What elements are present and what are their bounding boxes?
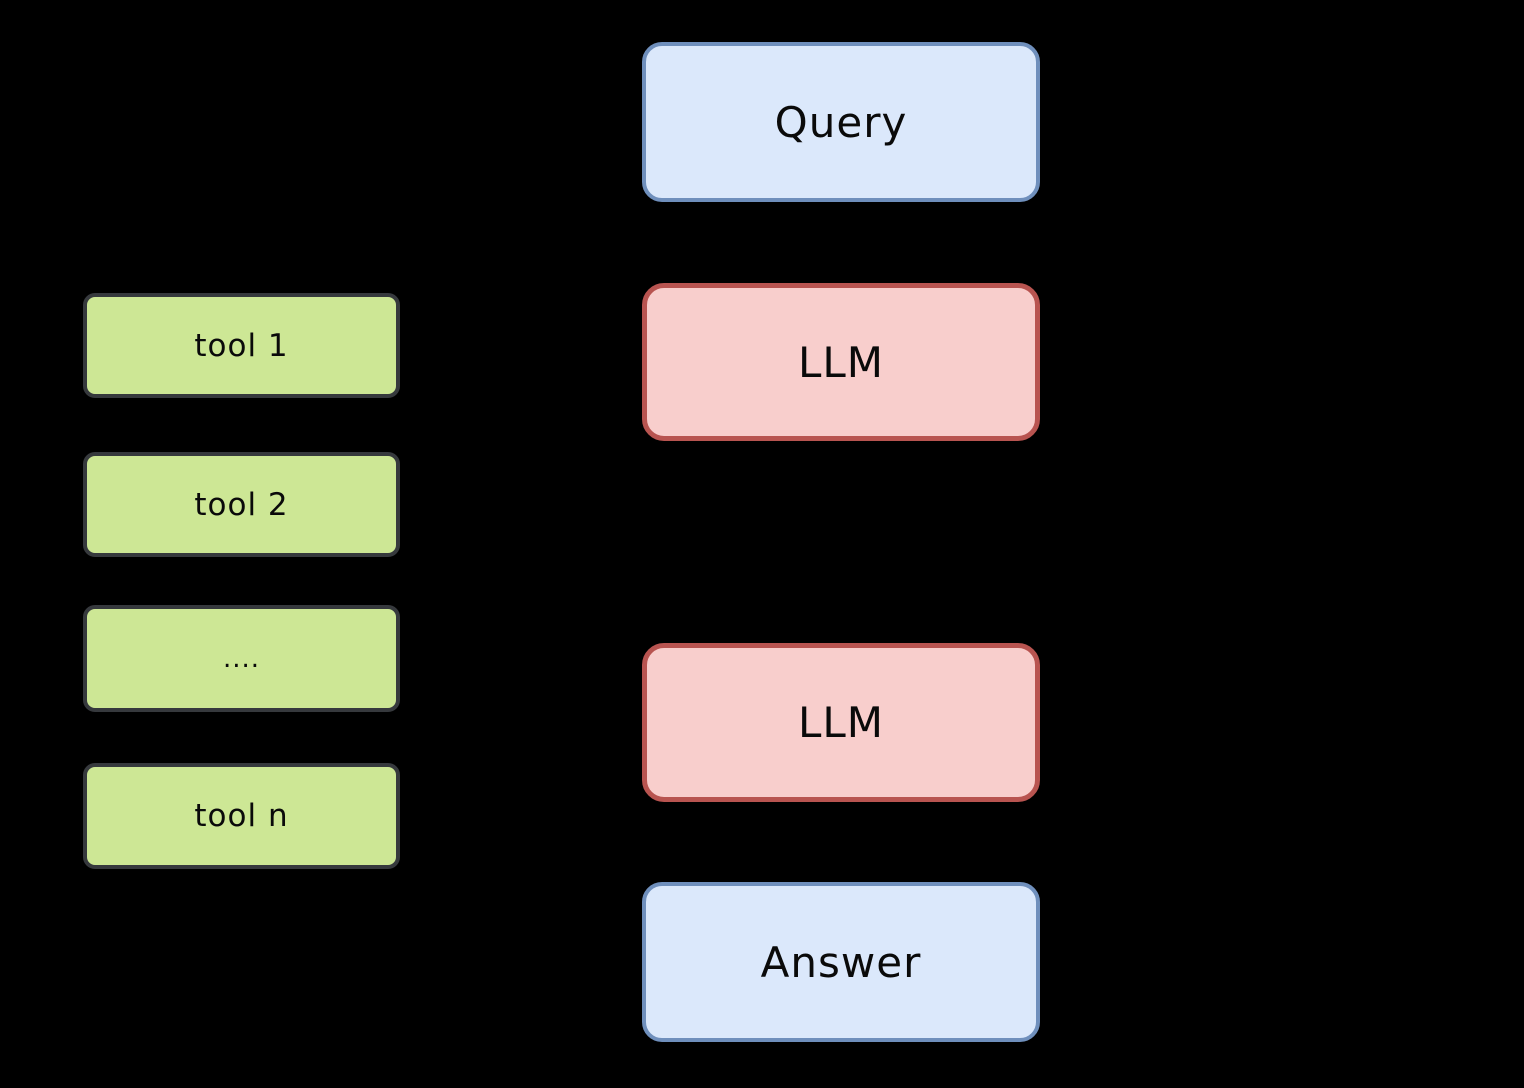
node-answer-label: Answer: [760, 937, 922, 987]
node-llm-1: LLM: [642, 283, 1040, 441]
node-tool-1-label: tool 1: [194, 327, 289, 364]
node-tool-n-label: tool n: [194, 798, 289, 834]
node-query: Query: [642, 42, 1040, 202]
node-tool-n: tool n: [83, 763, 400, 869]
node-tool-1: tool 1: [83, 293, 400, 398]
node-tool-ellipsis: ....: [83, 605, 400, 712]
node-tool-ellipsis-label: ....: [222, 643, 261, 674]
node-llm-2-label: LLM: [797, 698, 885, 747]
node-llm-2: LLM: [642, 643, 1040, 802]
node-query-label: Query: [774, 97, 908, 147]
node-tool-2-label: tool 2: [194, 486, 289, 523]
node-tool-2: tool 2: [83, 452, 400, 557]
node-llm-1-label: LLM: [797, 337, 885, 387]
node-answer: Answer: [642, 882, 1040, 1042]
